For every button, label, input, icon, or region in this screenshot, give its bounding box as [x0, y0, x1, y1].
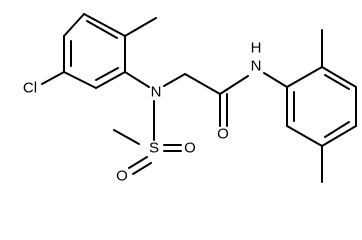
methyl-bond-left [124, 17, 157, 37]
double-bond-inner [324, 74, 350, 90]
left-benzene-ring [63, 13, 126, 89]
sulfur-label: S [149, 140, 159, 157]
bond [286, 66, 323, 88]
double-bond-inner [95, 67, 119, 81]
nh-aryl-bond [263, 72, 288, 88]
ch2-carbonyl-bond [184, 73, 221, 95]
double-bond-inner [324, 121, 350, 138]
bond [321, 66, 357, 88]
aryl-n-bond [124, 71, 150, 88]
bond [321, 125, 357, 147]
amide-hydrogen-label: H [251, 40, 262, 57]
sulfonamide-nitrogen-label: N [151, 84, 162, 101]
right-benzene-ring [286, 66, 357, 147]
structure-svg: Cl N S O O O N H [23, 13, 357, 185]
molecule-diagram: Cl N S O O O N H [23, 13, 357, 185]
bond [95, 71, 126, 89]
sulfonyl-oxygen-bond-1a [128, 156, 148, 169]
bond [286, 125, 323, 147]
bond [63, 71, 97, 89]
chlorine-bond [41, 71, 65, 85]
carbonyl-oxygen-label: O [217, 126, 229, 143]
sulfonyl-oxygen-bond-1b [132, 162, 152, 175]
amide-nitrogen-label: N [251, 58, 262, 75]
sulfonyl-oxygen-label-2: O [184, 140, 196, 157]
n-ch2-bond [163, 73, 186, 87]
bond [63, 13, 85, 37]
chlorine-label: Cl [23, 80, 37, 97]
carbonyl-nh-bond [219, 75, 249, 95]
sulfur-methyl-bond [113, 129, 140, 145]
sulfonyl-oxygen-label-1: O [116, 168, 128, 185]
double-bond-inner [86, 20, 118, 39]
bond [83, 13, 126, 37]
